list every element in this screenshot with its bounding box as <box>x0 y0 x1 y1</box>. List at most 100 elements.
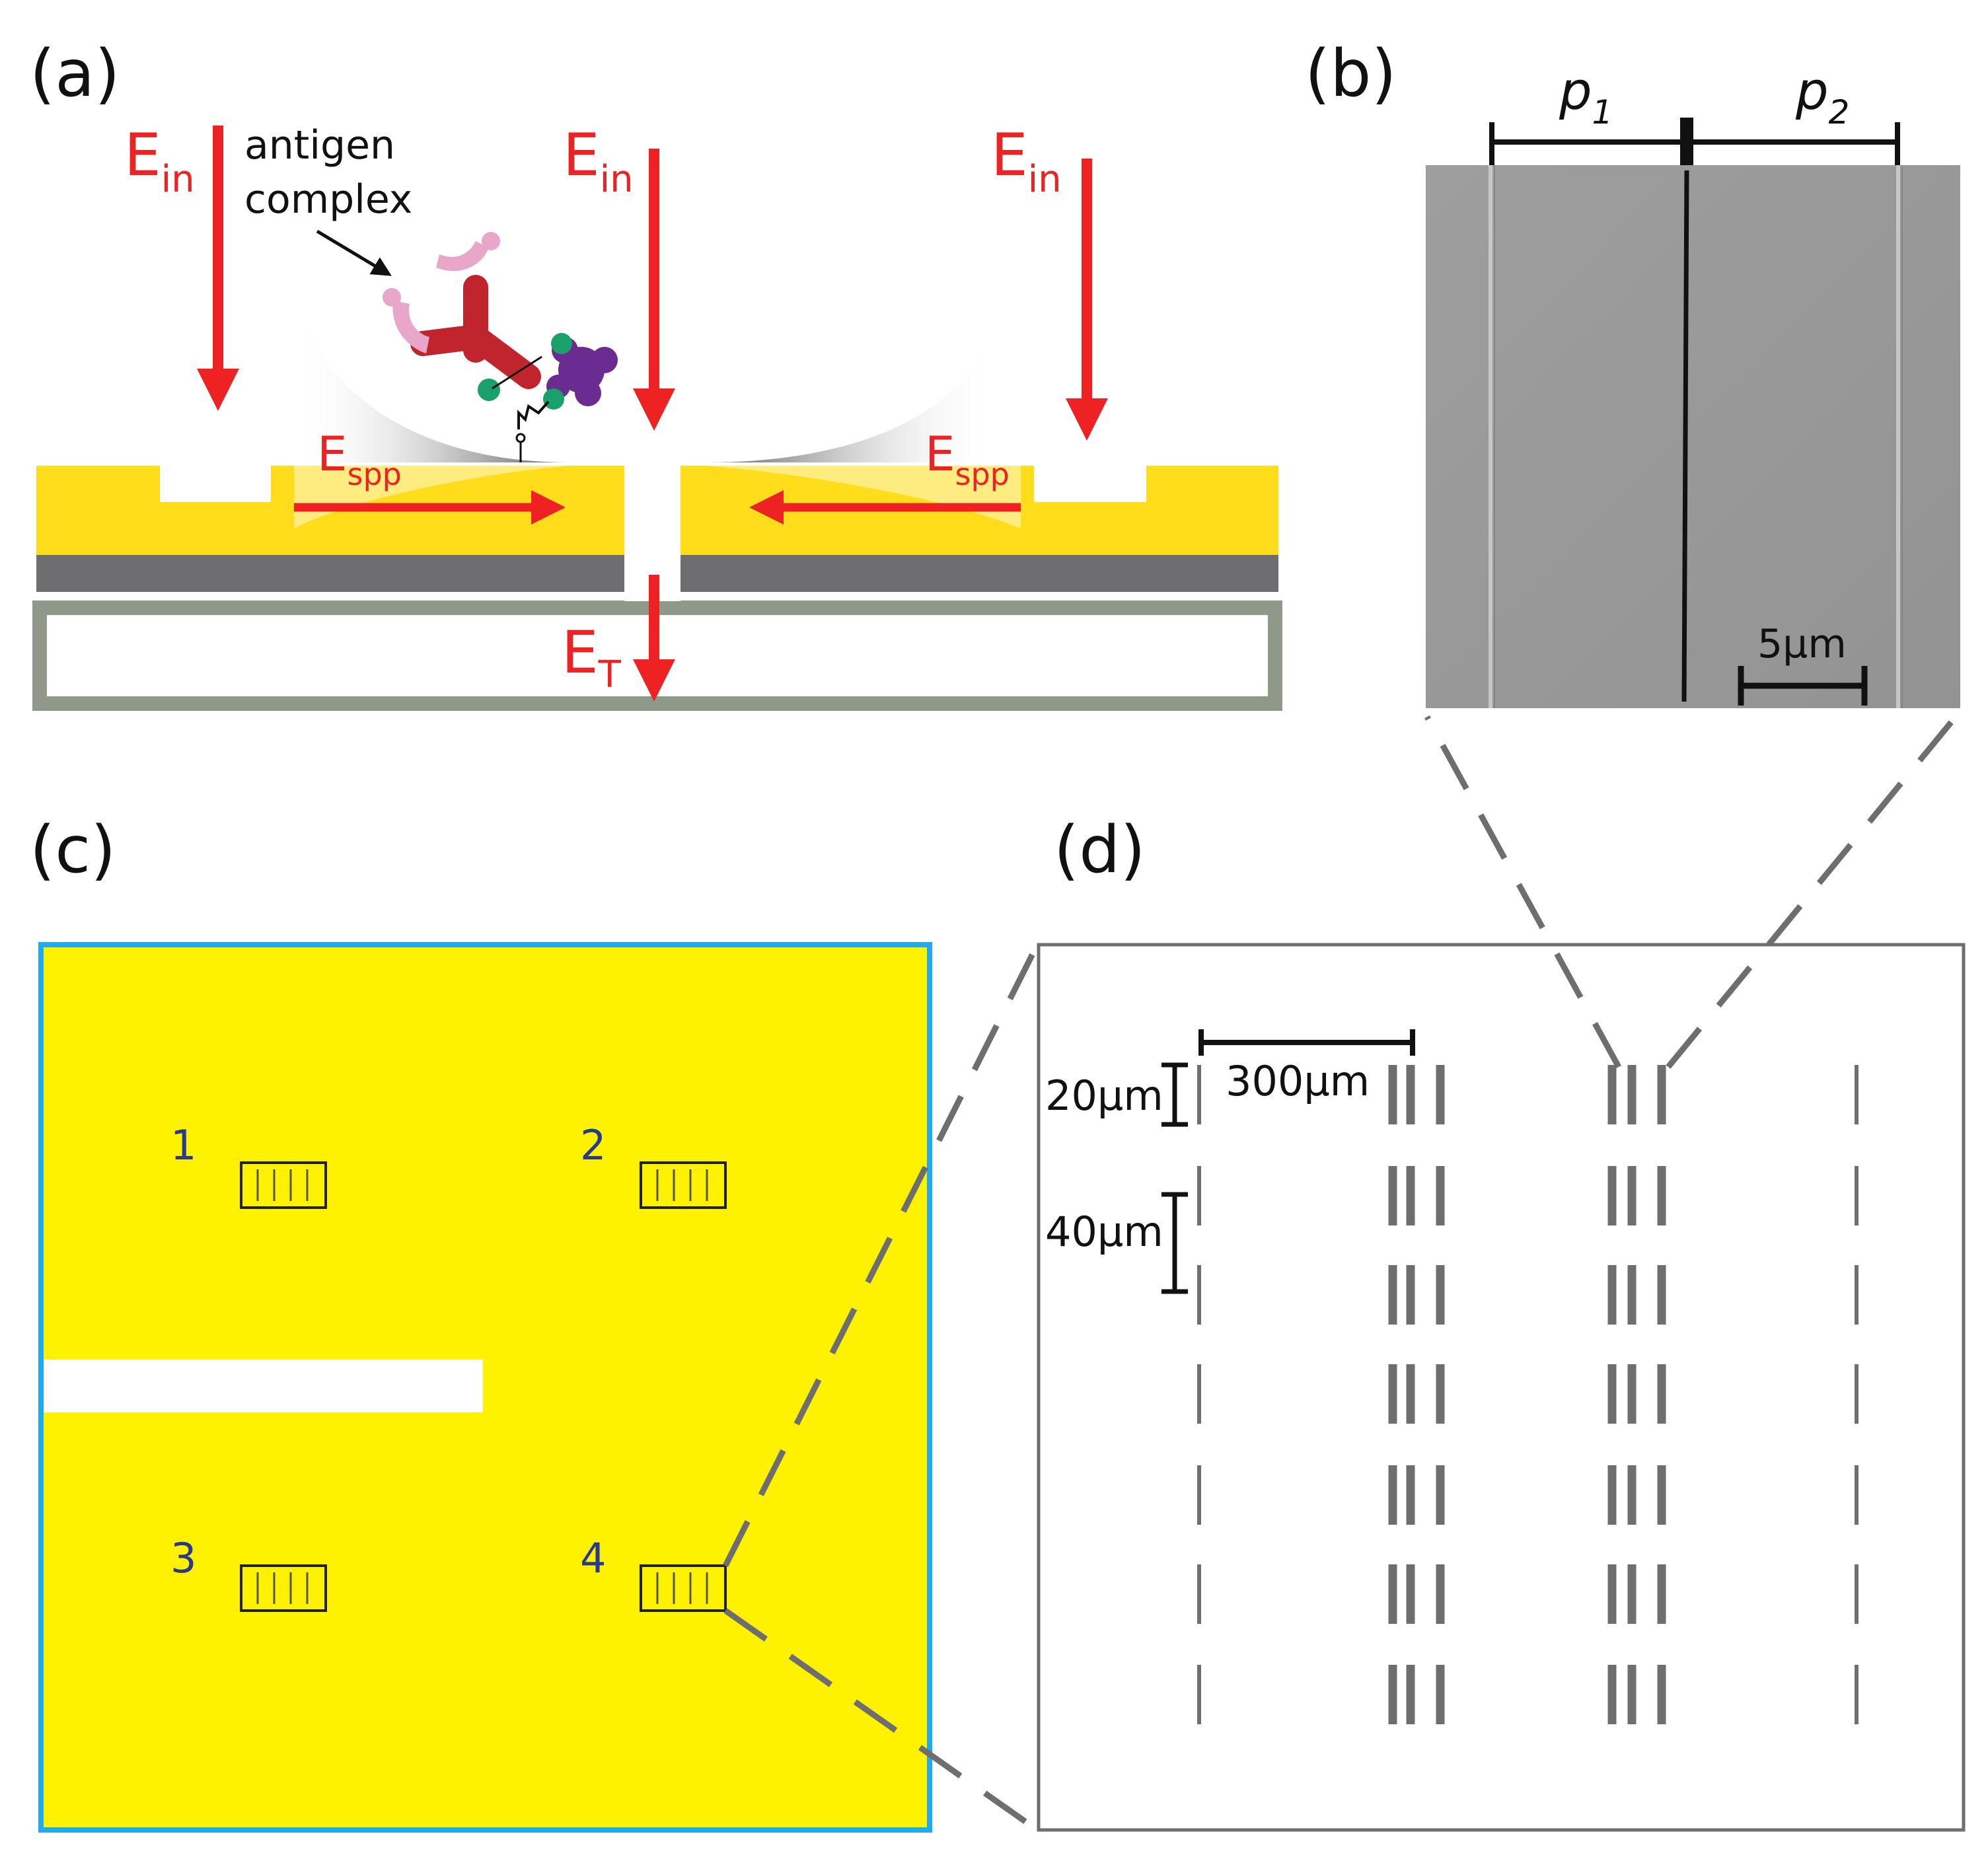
slit-r7-g2-s3 <box>1436 1665 1445 1724</box>
slit-r1-g4-s1 <box>1855 1065 1859 1124</box>
sem-scale-label: 5μm <box>1757 621 1847 667</box>
slit-r7-g3-s3 <box>1657 1665 1666 1724</box>
slit-r5-g3-s1 <box>1607 1465 1617 1525</box>
sensor-zoom-frame <box>1037 943 1966 1832</box>
slit-r5-g4-s1 <box>1855 1465 1859 1525</box>
slit-r7-g3-s2 <box>1627 1665 1637 1724</box>
sem-image <box>1426 165 1960 708</box>
antigen-label-line2: complex <box>244 176 412 223</box>
E-in-label-right: Ein <box>991 121 1062 201</box>
slit-r2-g3-s1 <box>1607 1166 1617 1225</box>
slit-r2-g2-s1 <box>1388 1166 1397 1225</box>
slit-r7-g2-s1 <box>1388 1665 1397 1724</box>
p2-label: p2 <box>1795 62 1849 131</box>
panel-d-label: (d) <box>1054 813 1146 888</box>
E-in-label-center: Ein <box>563 121 634 201</box>
chip-channel <box>44 1360 483 1412</box>
slit-r5-g2-s3 <box>1436 1465 1445 1525</box>
sensor-2: 2 <box>580 1121 727 1209</box>
slit-r6-g2-s2 <box>1406 1564 1415 1624</box>
slit-r2-g1-s1 <box>1197 1166 1201 1225</box>
slit-r1-g1-s1 <box>1197 1065 1201 1124</box>
zoom-connectors-c-d <box>722 943 1041 1833</box>
antigen-pointer-arrow <box>316 229 392 276</box>
scale-40-label: 40μm <box>1045 1208 1163 1256</box>
spp-field-left <box>294 277 568 462</box>
slit-r3-g2-s1 <box>1388 1265 1397 1325</box>
slit-r7-g2-s2 <box>1406 1665 1415 1724</box>
slit-r2-g3-s3 <box>1657 1166 1666 1225</box>
slit-r6-g2-s1 <box>1388 1564 1397 1624</box>
slit-r5-g3-s2 <box>1627 1465 1637 1525</box>
slit-r4-g2-s1 <box>1388 1364 1397 1424</box>
panel-d: (d) 300μm 20μm 40μm <box>1037 813 1966 1832</box>
antigen-label-line1: antigen <box>244 122 395 168</box>
zoom-connectors-d-b <box>1424 715 1958 1069</box>
sensor-1: 1 <box>170 1121 327 1209</box>
slit-r3-g3-s1 <box>1607 1265 1617 1325</box>
spp-field-left-lower <box>294 466 568 529</box>
gold-film <box>36 466 1278 555</box>
antigen-purple <box>546 337 618 406</box>
slit-r6-g3-s2 <box>1627 1564 1637 1624</box>
slit-r3-g4-s1 <box>1855 1265 1859 1325</box>
sensor-4: 4 <box>580 1534 727 1612</box>
slit-r1-g3-s1 <box>1607 1065 1617 1124</box>
slit-r5-g2-s1 <box>1388 1465 1397 1525</box>
slit-r7-g1-s1 <box>1197 1665 1201 1724</box>
slit-r2-g2-s2 <box>1406 1166 1415 1225</box>
panel-a: (a) Ein Ein Ein Espp Espp ET antigen com… <box>30 36 1282 711</box>
sensor-1-number: 1 <box>170 1121 196 1169</box>
slit-r3-g3-s3 <box>1657 1265 1666 1325</box>
slit-r3-g2-s3 <box>1436 1265 1445 1325</box>
slit-r6-g4-s1 <box>1855 1564 1859 1624</box>
slit-r1-g2-s2 <box>1406 1065 1415 1124</box>
slit-r2-g3-s2 <box>1627 1166 1637 1225</box>
slit-array <box>1197 1065 1859 1724</box>
slit-r6-g3-s1 <box>1607 1564 1617 1624</box>
scale-20-label: 20μm <box>1045 1072 1163 1120</box>
sem-slit <box>1681 170 1689 702</box>
E-spp-label-right: Espp <box>925 426 1010 492</box>
p1-label: p1 <box>1559 62 1613 131</box>
panel-a-label: (a) <box>30 36 120 112</box>
slit-r4-g2-s2 <box>1406 1364 1415 1424</box>
slit-r4-g3-s1 <box>1607 1364 1617 1424</box>
slit-r7-g3-s1 <box>1607 1665 1617 1724</box>
panel-b-label: (b) <box>1305 36 1397 112</box>
slit-r5-g1-s1 <box>1197 1465 1201 1525</box>
slit-r3-g3-s2 <box>1627 1265 1637 1325</box>
slit-r7-g4-s1 <box>1855 1665 1859 1724</box>
slit-r1-g2-s1 <box>1388 1065 1397 1124</box>
slit-r5-g3-s3 <box>1657 1465 1666 1525</box>
slit-r4-g3-s3 <box>1657 1364 1666 1424</box>
slit-r6-g3-s3 <box>1657 1564 1666 1624</box>
sensor-3: 3 <box>170 1534 327 1612</box>
sensor-4-number: 4 <box>580 1534 606 1582</box>
slit-r2-g4-s1 <box>1855 1166 1859 1225</box>
slit-r3-g1-s1 <box>1197 1265 1201 1325</box>
sensor-3-number: 3 <box>170 1534 196 1582</box>
E-in-label-left: Ein <box>124 121 195 201</box>
slit-r2-g2-s3 <box>1436 1166 1445 1225</box>
antibody-complex <box>383 232 618 462</box>
slit-r3-g2-s2 <box>1406 1265 1415 1325</box>
scale-300-label: 300μm <box>1226 1057 1370 1105</box>
spp-field-right <box>707 317 998 462</box>
sensor-2-number: 2 <box>580 1121 606 1169</box>
slit-r6-g2-s3 <box>1436 1564 1445 1624</box>
slit-r1-g3-s3 <box>1657 1065 1666 1124</box>
slit-r5-g2-s2 <box>1406 1465 1415 1525</box>
panel-c-label: (c) <box>30 813 116 888</box>
slit-r4-g4-s1 <box>1855 1364 1859 1424</box>
slit-r4-g3-s2 <box>1627 1364 1637 1424</box>
slit-r4-g2-s3 <box>1436 1364 1445 1424</box>
slit-r1-g2-s3 <box>1436 1065 1445 1124</box>
slit-r1-g3-s2 <box>1627 1065 1637 1124</box>
panel-c: (c) 1 2 3 <box>30 813 932 1833</box>
panel-b: (b) p1 p2 5μm <box>1305 36 1960 708</box>
slit-r6-g1-s1 <box>1197 1564 1201 1624</box>
E-spp-label-left: Espp <box>317 426 402 492</box>
E-T-label: ET <box>562 618 622 696</box>
